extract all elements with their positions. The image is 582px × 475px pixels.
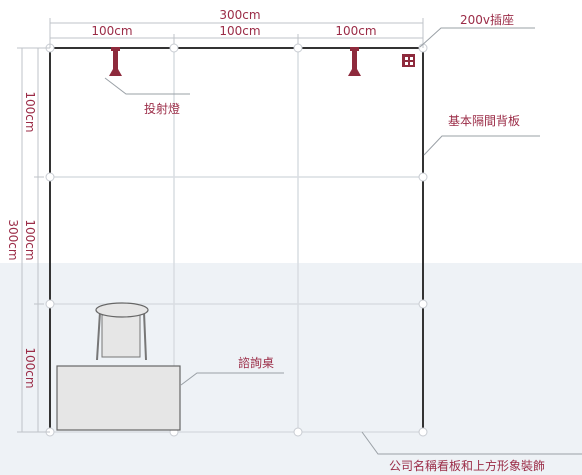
col-1-label: 100cm (91, 24, 132, 38)
signage-label: 公司名稱看板和上方形象裝飾 (389, 458, 545, 473)
outlet-label: 200v插座 (460, 12, 514, 27)
outlet-leader (419, 27, 535, 48)
row-3-label: 100cm (23, 347, 37, 388)
signage-leader (361, 431, 582, 455)
chair (95, 302, 149, 361)
total-width-label: 300cm (219, 8, 260, 22)
spotlight-leader (104, 77, 190, 95)
spotlight-label: 投射燈 (144, 101, 180, 116)
counter-leader (180, 372, 284, 386)
left-dimension-lines (17, 47, 50, 433)
back-panel-label: 基本隔間背板 (448, 114, 520, 128)
total-height-label: 300cm (6, 219, 20, 260)
back-panel-leader (423, 135, 540, 156)
top-dimension-lines (49, 18, 424, 48)
consultation-desk (56, 365, 181, 431)
col-2-label: 100cm (219, 24, 260, 38)
row-2-label: 100cm (23, 219, 37, 260)
spotlight-icon (348, 47, 361, 76)
power-outlet-icon (402, 54, 415, 67)
counter-label: 諮詢桌 (238, 355, 274, 370)
row-1-label: 100cm (23, 91, 37, 132)
col-3-label: 100cm (335, 24, 376, 38)
leader-lines (104, 27, 582, 455)
spotlight-icon (109, 47, 122, 76)
